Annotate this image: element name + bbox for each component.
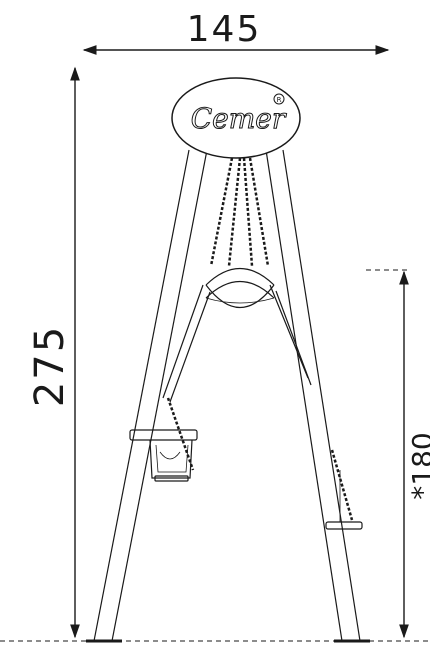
- width-dimension: 145: [82, 9, 390, 55]
- chains: [166, 157, 354, 521]
- height-dimension: 275: [27, 66, 80, 639]
- arch-ring: [205, 267, 275, 309]
- height-label: 275: [27, 325, 73, 407]
- basket-seat: [129, 429, 198, 482]
- flat-seat: [325, 470, 363, 530]
- registered-mark-icon: [273, 93, 285, 105]
- seat-height-label: *180: [406, 432, 430, 499]
- swing-frame: [86, 149, 370, 643]
- seat-height-dimension: *180: [366, 269, 430, 639]
- brand-logo: Cemer: [191, 102, 287, 135]
- width-label: 145: [187, 9, 262, 50]
- registered-mark: R: [277, 96, 282, 104]
- logo-sign: Cemer R: [171, 77, 301, 159]
